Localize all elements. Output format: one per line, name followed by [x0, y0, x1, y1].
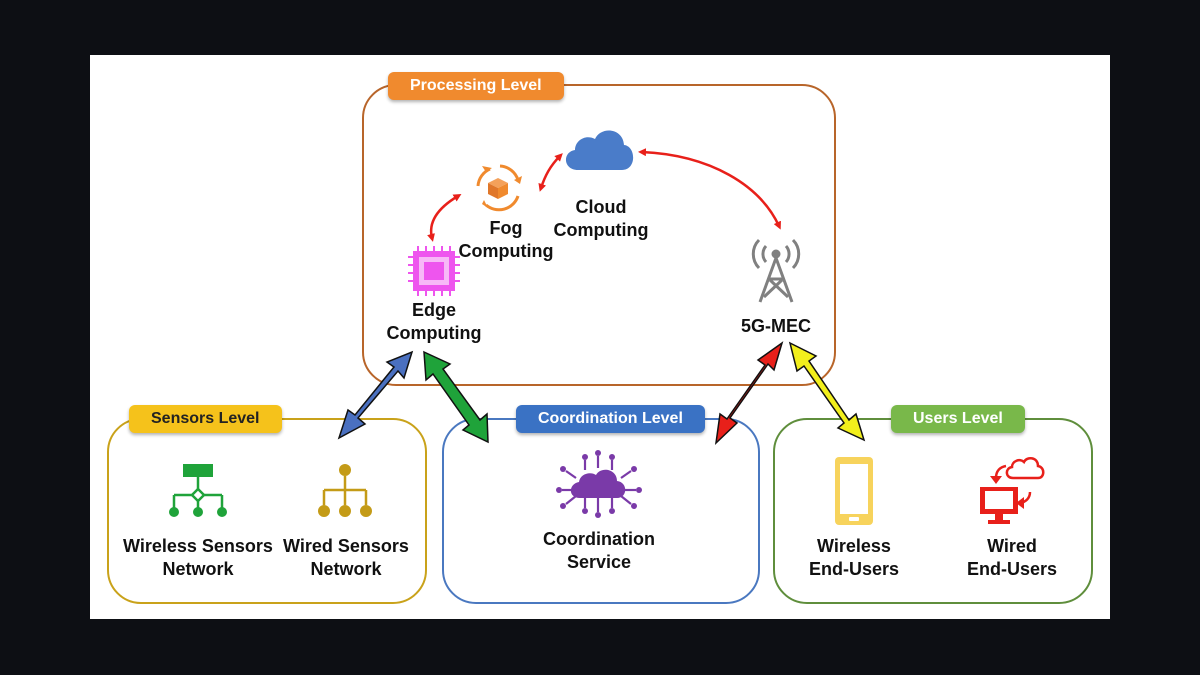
mec-label: 5G-MEC — [740, 316, 811, 336]
sensors-level-tag: Sensors Level — [129, 405, 282, 433]
users-level-tag: Users Level — [891, 405, 1025, 433]
coordination-level-tag: Coordination Level — [516, 405, 705, 433]
processing-level-tag: Processing Level — [388, 72, 564, 100]
processing-level-box — [362, 84, 836, 386]
coordination-level-box — [442, 418, 760, 604]
